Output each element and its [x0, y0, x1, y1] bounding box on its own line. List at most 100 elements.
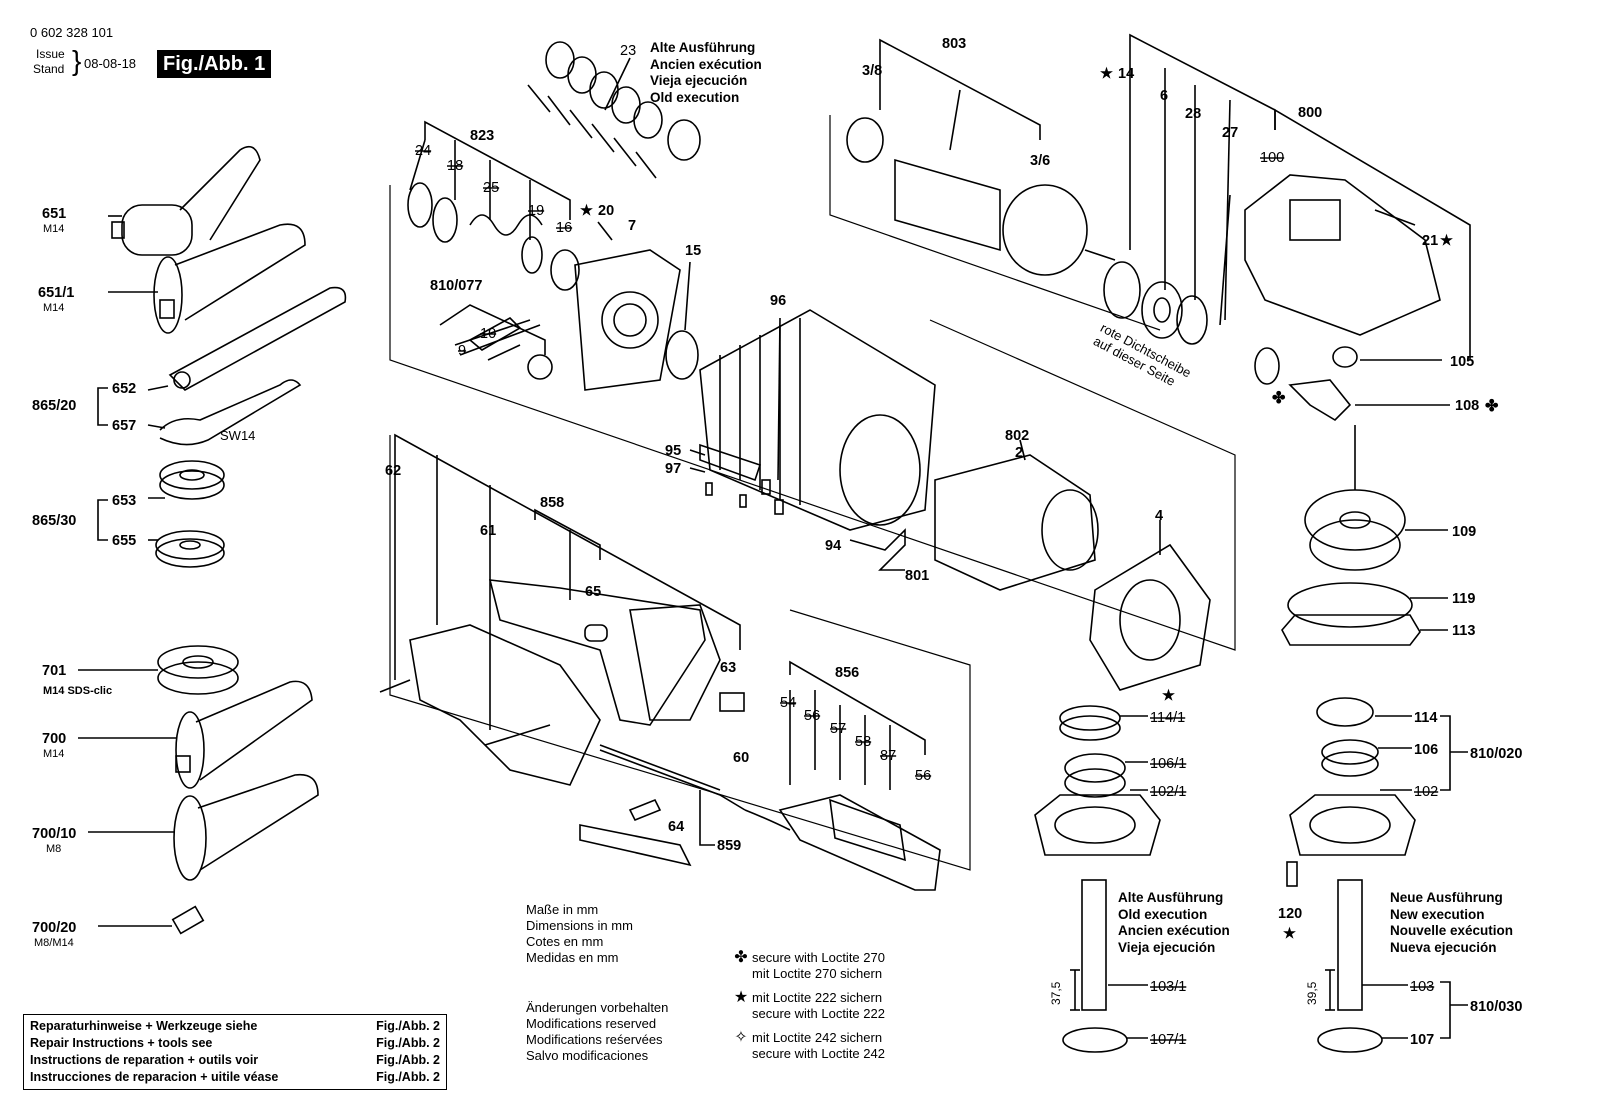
old-exec-b-de: Alte Ausführung: [1118, 890, 1224, 905]
old-exec-fr: Ancien exécution: [650, 56, 762, 72]
new-exec-en: New execution: [1390, 906, 1485, 922]
new-exec-es: Nueva ejecución: [1390, 939, 1497, 955]
callout-14: ★: [1100, 66, 1114, 82]
callout-653: 653: [112, 493, 136, 509]
issue-label: Issue: [36, 47, 65, 61]
callout-95: 95: [665, 443, 681, 459]
gear-small-drawing: [1254, 346, 1450, 422]
repair-ref-en: Fig./Abb. 2: [376, 1036, 440, 1050]
callout-60: 60: [733, 750, 749, 766]
callout-120: 120: [1278, 906, 1302, 922]
brace: }: [72, 45, 82, 76]
callout-103: 103: [1410, 979, 1434, 995]
callout-3-6: 3/6: [1030, 153, 1050, 169]
loctite-242-line-1: mit Loctite 242 sichern: [752, 1030, 883, 1045]
callout-27: 27: [1222, 125, 1238, 141]
callout-800: 800: [1298, 105, 1322, 121]
o-ring-15-drawing: [665, 330, 699, 380]
stand-label: Stand: [33, 62, 65, 76]
dimensions-note: Maße in mm Dimensions in mm Cotes en mm …: [526, 902, 633, 966]
loctite-270-line-1: secure with Loctite 270: [752, 950, 885, 965]
adapter-700-20-drawing: [98, 905, 205, 935]
handle-651-drawing: [108, 145, 261, 256]
callout-57: 57: [830, 721, 846, 737]
callout-19: 19: [528, 203, 544, 219]
modifications-es: Salvo modificaciones: [526, 1048, 649, 1063]
callout-3-8: 3/8: [862, 63, 882, 79]
callout-801: 801: [905, 568, 929, 584]
issue-date: 08-08-18: [84, 56, 137, 71]
modifications-fr: Modifications reśervées: [526, 1032, 663, 1047]
spindle-old-drawing: [1034, 705, 1161, 1053]
spindle-new-drawing: [1286, 697, 1468, 1053]
sds-clic-nut-drawing: [78, 645, 239, 695]
callout-657: 657: [112, 418, 136, 434]
callout-700-10-sub: M8: [46, 843, 61, 855]
old-exec-es: Vieja ejecución: [650, 73, 748, 88]
part-number: 0 602 328 101: [30, 25, 114, 40]
callout-106: 106: [1414, 742, 1438, 758]
old-exec-en: Old execution: [650, 89, 740, 105]
loctite-222-star-icon: ★: [733, 989, 749, 1006]
spring-set-drawing: [407, 120, 580, 291]
ring-plate-drawing: [1281, 582, 1448, 646]
crown-gear-109-drawing: [1304, 425, 1448, 571]
callout-114-1: 114/1: [1150, 710, 1185, 726]
callout-58: 58: [855, 734, 871, 750]
screws-95-97-drawing: [689, 443, 784, 515]
modifications-note: Änderungen vorbehalten Modifications res…: [526, 1000, 668, 1064]
callout-701: 701: [42, 663, 66, 679]
callout-119: 119: [1452, 591, 1475, 607]
callout-21: 21: [1422, 233, 1438, 249]
star-21: ★: [1440, 233, 1454, 249]
callout-114: 114: [1414, 710, 1437, 726]
callout-865-20: 865/20: [32, 398, 76, 414]
handle-651-1-drawing: [108, 223, 306, 334]
bracket-865-20: [97, 387, 108, 426]
callout-15: 15: [685, 243, 701, 259]
callout-700-20: 700/20: [32, 920, 76, 936]
dim-39-5: 39,5: [1305, 981, 1319, 1005]
callout-63: 63: [720, 660, 736, 676]
callout-64: 64: [668, 819, 684, 835]
callout-97: 97: [665, 461, 681, 477]
new-exec-de: Neue Ausführung: [1390, 890, 1503, 905]
legend-loctite-222: ★ mit Loctite 222 sichern secure with Lo…: [733, 990, 885, 1022]
callout-810-030: 810/030: [1470, 999, 1522, 1015]
dimensions-es: Medidas en mm: [526, 950, 619, 965]
callout-28: 28: [1185, 106, 1201, 122]
callout-655: 655: [112, 533, 136, 549]
dimensions-en: Dimensions in mm: [526, 918, 633, 933]
loctite-242-line-2: secure with Loctite 242: [752, 1046, 885, 1061]
loctite-242-icon: ✧: [734, 1029, 748, 1046]
repair-ref-es: Fig./Abb. 2: [376, 1070, 440, 1084]
modifications-de: Änderungen vorbehalten: [526, 1000, 669, 1015]
callout-651-1: 651/1: [38, 285, 74, 301]
dim-37-5: 37,5: [1049, 981, 1063, 1005]
old-exec-b-en: Old execution: [1118, 906, 1208, 922]
star-114-1: ★: [1162, 688, 1176, 704]
callout-23: 23: [620, 43, 636, 59]
callout-9: 9: [458, 343, 466, 359]
repair-ref-fr: Fig./Abb. 2: [376, 1053, 440, 1067]
wrench-drawing: [147, 286, 347, 446]
legend-loctite-270: ✤ secure with Loctite 270 mit Loctite 27…: [733, 950, 885, 982]
loctite270-108: ✤: [1485, 398, 1499, 415]
callout-802: 802: [1005, 428, 1029, 444]
callout-87: 87: [880, 748, 896, 764]
callout-700-10: 700/10: [32, 826, 76, 842]
callout-652: 652: [112, 381, 136, 397]
repair-text-de: Reparaturhinweise + Werkzeuge siehe: [30, 1019, 258, 1033]
callout-102-1: 102/1: [1150, 784, 1186, 800]
callout-sw14: SW14: [220, 428, 255, 443]
repair-row-fr: Instructions de reparation + outils voir…: [30, 1052, 440, 1069]
callout-103-1: 103/1: [1150, 979, 1186, 995]
callout-61: 61: [480, 523, 496, 539]
callout-823: 823: [470, 128, 494, 144]
callout-108: 108: [1455, 398, 1479, 414]
callout-100: 100: [1260, 150, 1284, 166]
bracket-865-30: [97, 499, 108, 541]
